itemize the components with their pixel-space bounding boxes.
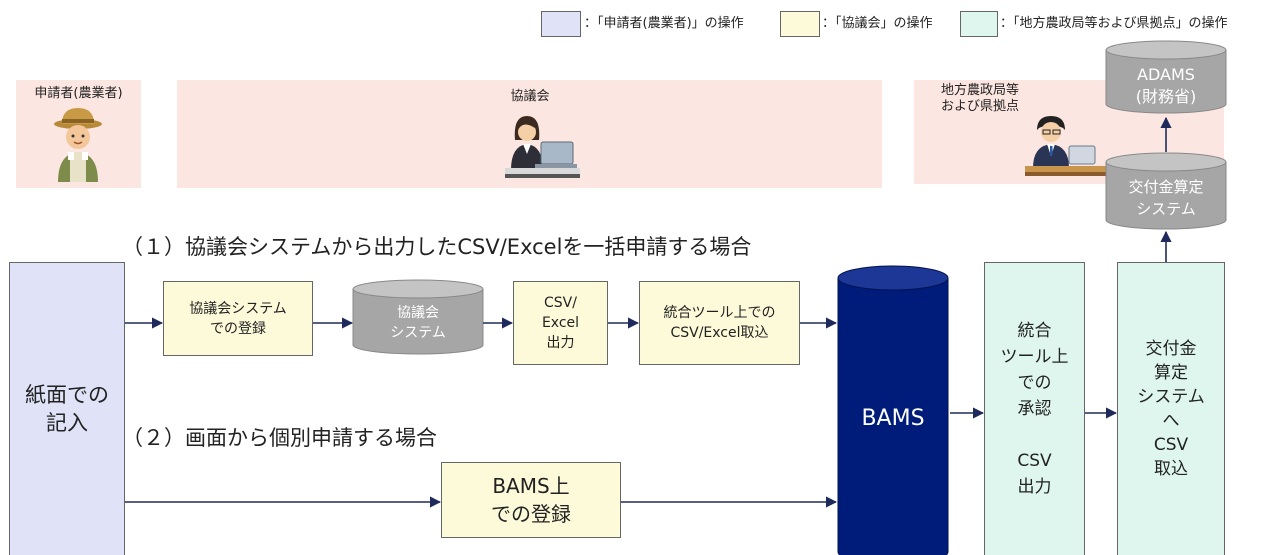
approval-box: 統合 ツール上 での 承認 CSV 出力	[984, 262, 1085, 555]
council-staff-icon	[505, 116, 580, 178]
bams-database-cylinder	[837, 265, 949, 555]
legend-swatch-council	[780, 11, 820, 37]
adams-database-cylinder	[1105, 40, 1227, 114]
adams-label: ADAMS (財務省)	[1135, 65, 1197, 106]
legend-label-applicant: ：「申請者(農業者)」の操作	[584, 16, 744, 31]
legend-swatch-applicant	[541, 11, 581, 37]
bams-register-box: BAMS上 での登録	[441, 462, 621, 538]
council-system-cylinder	[352, 279, 484, 355]
case2-heading: （２）画面から個別申請する場合	[122, 426, 437, 450]
regional-staff-icon	[1025, 116, 1107, 176]
paper-entry-box: 紙面での 記入	[9, 262, 125, 555]
legend-label-council: ：「協議会」の操作	[822, 16, 933, 31]
farmer-avatar	[54, 108, 102, 182]
case1-heading: （１）協議会システムから出力したCSV/Excelを一括申請する場合	[122, 235, 752, 259]
kofukin-import-box: 交付金 算定 システム へ CSV 取込	[1117, 262, 1225, 555]
bams-label: BAMS	[861, 405, 925, 431]
council-register-box: 協議会システム での登録	[163, 281, 313, 356]
legend-label-regional: ：「地方農政局等および県拠点」の操作	[1000, 16, 1228, 31]
kofukin-system-label: 交付金算定 システム	[1128, 178, 1204, 218]
legend-swatch-regional	[960, 11, 998, 37]
csv-excel-output-box: CSV/ Excel 出力	[513, 281, 608, 365]
council-label: 協議会	[510, 89, 550, 104]
applicant-label: 申請者(農業者)	[34, 86, 123, 101]
council-system-label: 協議会 システム	[390, 305, 446, 341]
regional-label: 地方農政局等 および県拠点	[940, 83, 1019, 114]
tool-import-box: 統合ツール上での CSV/Excel取込	[639, 281, 800, 365]
kofukin-system-cylinder	[1105, 152, 1227, 230]
